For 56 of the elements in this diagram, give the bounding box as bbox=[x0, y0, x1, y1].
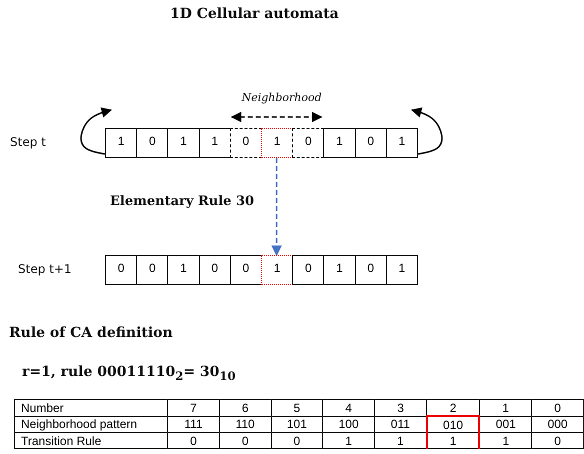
subtitle: Elementary Rule 30 bbox=[110, 194, 254, 209]
cell-value: 0 bbox=[354, 255, 387, 285]
cell-value: 0 bbox=[230, 255, 262, 285]
table-cell: 100 bbox=[322, 416, 374, 432]
table-cell: 0 bbox=[168, 432, 220, 448]
cell-value: 1 bbox=[386, 128, 418, 158]
cell-value: 1 bbox=[261, 255, 294, 285]
table-cell: 0 bbox=[271, 432, 323, 448]
table-cell: 110 bbox=[219, 416, 272, 432]
cell-value: 0 bbox=[354, 128, 387, 158]
table-cell: 6 bbox=[219, 400, 272, 416]
table-cell: 001 bbox=[479, 416, 532, 432]
row-label: Step t bbox=[10, 135, 46, 149]
cell-value: 0 bbox=[230, 128, 262, 158]
cell-value: 1 bbox=[261, 128, 294, 158]
cell-value: 1 bbox=[323, 128, 356, 158]
row-label: Step t+1 bbox=[18, 262, 72, 276]
table-cell: 000 bbox=[532, 416, 584, 432]
cell-value: 1 bbox=[198, 128, 231, 158]
arrow bbox=[230, 112, 322, 122]
cell-value: 1 bbox=[386, 255, 418, 285]
cell-value: 1 bbox=[167, 128, 200, 158]
cell-value: 0 bbox=[292, 128, 324, 158]
table-cell: 4 bbox=[322, 400, 374, 416]
formula: r=1, rule 00011110$_{2}$= 30$_{10}$ bbox=[22, 364, 236, 383]
table-cell: 010 bbox=[426, 416, 480, 432]
table-cell: 1 bbox=[479, 400, 532, 416]
cell-value: 1 bbox=[105, 128, 138, 158]
cell-value: 0 bbox=[136, 128, 168, 158]
edge-label: Neighborhood bbox=[240, 91, 324, 104]
table-cell: Transition Rule bbox=[14, 432, 168, 448]
cell-value: 1 bbox=[167, 255, 200, 285]
table-cell: Number bbox=[14, 400, 168, 416]
cell-value: 1 bbox=[323, 255, 356, 285]
cell-value: 0 bbox=[292, 255, 324, 285]
cell-value: 0 bbox=[136, 255, 168, 285]
table-cell: 101 bbox=[271, 416, 323, 432]
cell-value: 0 bbox=[105, 255, 138, 285]
table-cell: 7 bbox=[168, 400, 220, 416]
table-cell: 1 bbox=[426, 432, 480, 448]
table-cell: 2 bbox=[426, 400, 480, 416]
table-cell: 0 bbox=[219, 432, 272, 448]
title: 1D Cellular automata bbox=[170, 6, 339, 22]
arrow bbox=[80, 107, 112, 155]
table-cell: 1 bbox=[479, 432, 532, 448]
cell-value: 0 bbox=[198, 255, 231, 285]
arrow bbox=[271, 158, 282, 256]
table-cell: 0 bbox=[532, 432, 584, 448]
arrow bbox=[410, 107, 443, 155]
table-cell: 5 bbox=[271, 400, 323, 416]
table-cell: 0 bbox=[532, 400, 584, 416]
section-heading: Rule of CA definition bbox=[9, 325, 173, 341]
table-cell: 111 bbox=[168, 416, 220, 432]
table-cell: Neighborhood pattern bbox=[14, 416, 168, 432]
table-cell: 1 bbox=[322, 432, 374, 448]
table-cell: 3 bbox=[374, 400, 427, 416]
